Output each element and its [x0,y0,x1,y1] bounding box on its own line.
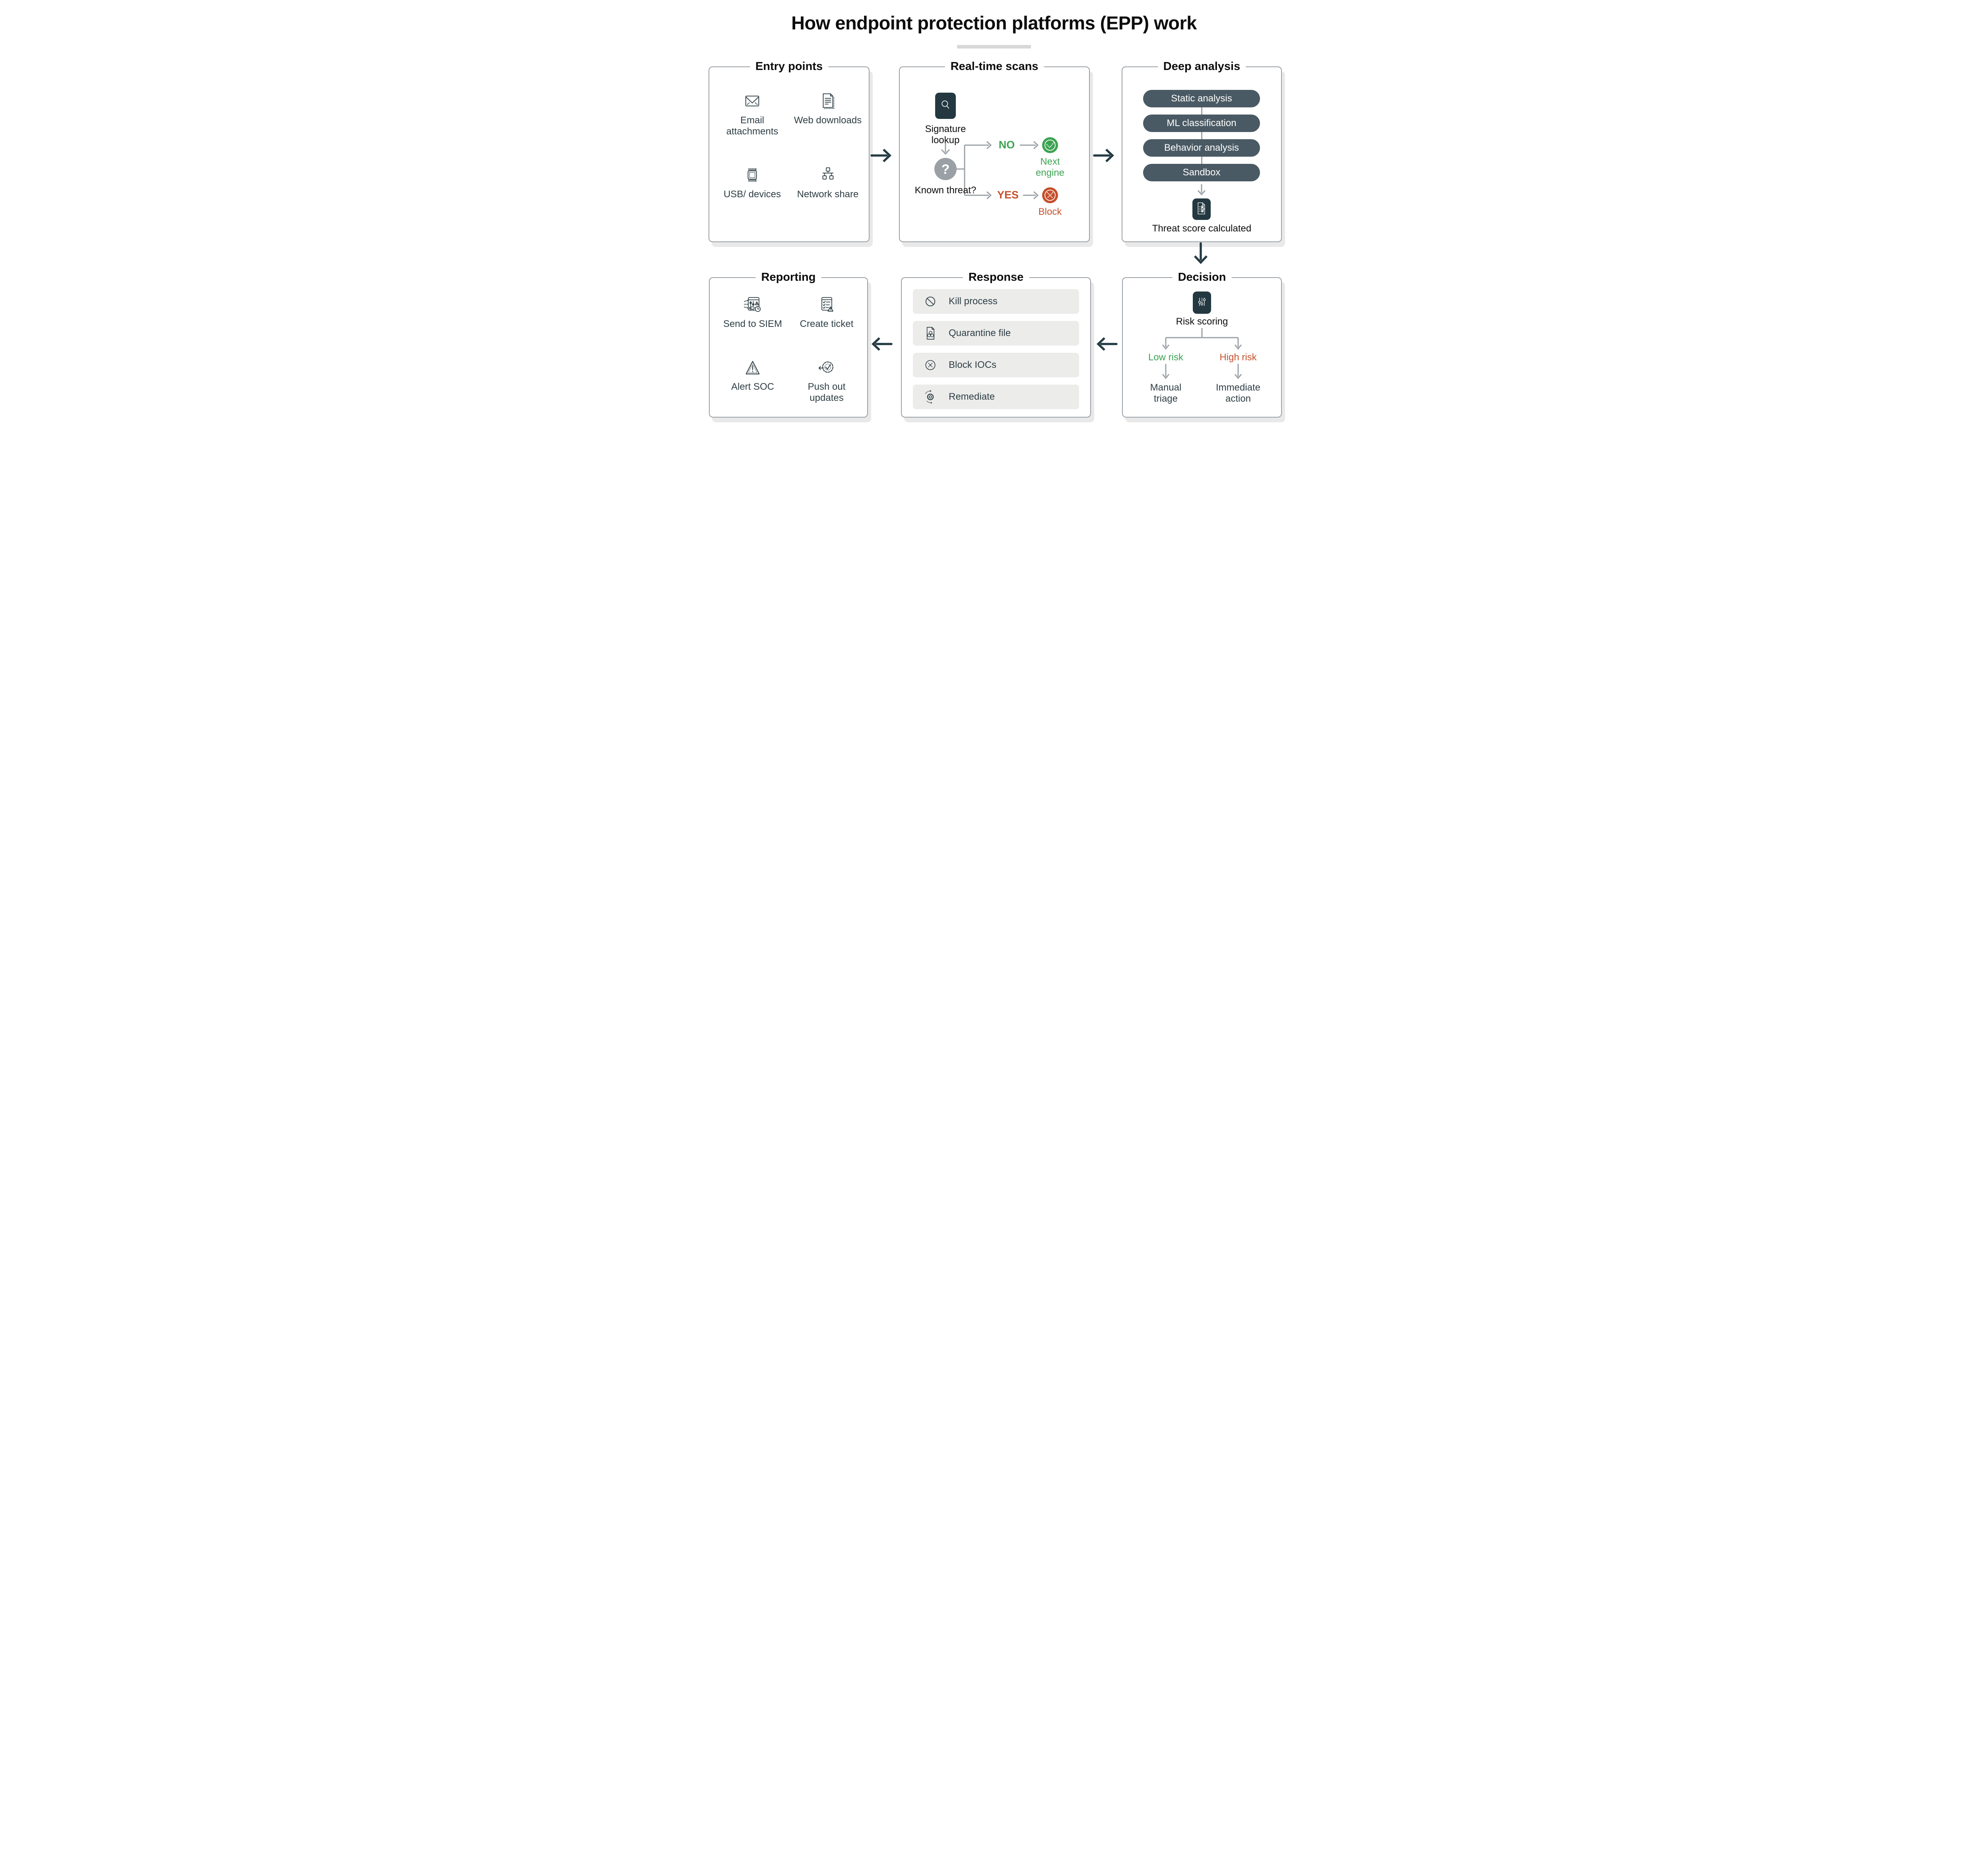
entry-item-usb: USB/ devices [718,166,786,200]
download-document-icon [819,92,837,110]
response-action-block-iocs: Block IOCs [913,353,1079,377]
page-title: How endpoint protection platforms (EPP) … [791,12,1197,33]
block-iocs-icon [922,357,938,373]
response-action-remediate: Remediate [913,385,1079,409]
flow-arrow-response-to-reporting [871,337,893,351]
panel-title: Deep analysis [1157,59,1246,74]
epp-infographic: How endpoint protection platforms (EPP) … [682,0,1306,437]
question-circle: ? [934,158,957,180]
check-circle-icon [1042,137,1058,153]
response-action-kill-process: Kill process [913,289,1079,314]
decision-panel: Decision R [1122,270,1282,418]
immediate-action-label: Immediate action [1215,382,1261,404]
entry-item-web: Web downloads [794,92,862,126]
panel-title: Real-time scans [945,59,1044,74]
response-action-label: Remediate [949,391,995,402]
reporting-panel: Reporting Send to SIEM [709,270,868,418]
response-action-quarantine: Quarantine file [913,321,1079,346]
no-branch-label: NO [998,139,1015,151]
threat-score-tile [1192,198,1211,220]
risk-scoring-tile [1193,292,1211,314]
score-report-icon [1194,200,1209,219]
chip-icon [743,166,761,184]
entry-item-label: USB/ devices [723,189,781,200]
flow-arrow-deep-to-decision [1194,242,1208,264]
response-action-label: Quarantine file [949,328,1011,338]
pill-sandbox: Sandbox [1143,164,1260,181]
flow-arrow-decision-to-response [1096,337,1118,351]
pill-connector [1201,107,1202,115]
entry-item-label: Web downloads [794,115,862,126]
panel-title: Reporting [755,270,821,285]
signature-lookup-tile [935,93,956,119]
envelope-icon [743,92,761,110]
manual-triage-label: Manual triage [1150,382,1182,404]
reporting-item-label: Create ticket [800,319,854,329]
risk-branch-connectors [1162,328,1242,379]
reporting-item-label: Send to SIEM [723,319,782,329]
biohazard-file-icon [922,325,938,341]
prohibition-icon [922,293,938,309]
search-icon [938,97,953,115]
sliders-icon [1195,293,1209,313]
known-threat-label: Known threat? [914,185,977,196]
panel-title: Entry points [749,59,829,74]
pill-connector [1201,132,1202,139]
flow-arrow-realtime-to-deep [1093,148,1114,163]
low-risk-label: Low risk [1148,352,1184,363]
pill-ml-classification: ML classification [1143,115,1260,132]
x-circle-icon [1042,187,1058,203]
network-share-icon [819,166,837,184]
entry-item-network: Network share [794,166,862,200]
down-arrow [1197,184,1206,196]
update-badge-icon [817,358,836,377]
risk-scoring-label: Risk scoring [1176,316,1228,327]
svg-text:?: ? [942,162,950,177]
threat-score-label: Threat score calculated [1152,223,1252,234]
reporting-item-label: Alert SOC [731,381,775,392]
entry-item-label: Email attachments [726,115,779,137]
reporting-item-label: Push out updates [808,381,846,404]
next-engine-label: Next engine [1035,156,1065,179]
panel-title: Decision [1172,270,1232,285]
yes-branch-label: YES [997,189,1019,201]
flow-arrow-entry-to-realtime [870,148,892,163]
entry-points-panel: Entry points Email attachments Web downl… [709,59,870,242]
response-panel: Response Kill process Quarantine file [901,270,1091,418]
decision-branch-connectors: ? [934,137,1058,203]
pill-static-analysis: Static analysis [1143,90,1260,107]
reporting-item-updates: Push out updates [792,358,861,404]
response-action-label: Block IOCs [949,360,997,370]
pill-connector [1201,157,1202,164]
realtime-scans-panel: Real-time scans ? [899,59,1090,242]
signature-lookup-label: Signature lookup [925,124,966,146]
ticket-checklist-icon [817,295,836,314]
reporting-item-ticket: Create ticket [792,295,861,330]
warning-triangle-icon [744,358,762,377]
siem-dashboard-icon [743,295,762,314]
high-risk-label: High risk [1219,352,1257,363]
remediate-gear-icon [922,389,938,405]
block-label: Block [1038,206,1062,217]
entry-item-label: Network share [797,189,859,200]
deep-analysis-panel: Deep analysis Static analysis ML classif… [1122,59,1282,242]
pill-behavior-analysis: Behavior analysis [1143,139,1260,157]
response-action-label: Kill process [949,296,998,307]
title-underline-bar [957,45,1031,49]
reporting-item-alert: Alert SOC [718,358,787,393]
panel-title: Response [963,270,1029,285]
reporting-item-siem: Send to SIEM [718,295,787,330]
entry-item-email: Email attachments [718,92,786,138]
